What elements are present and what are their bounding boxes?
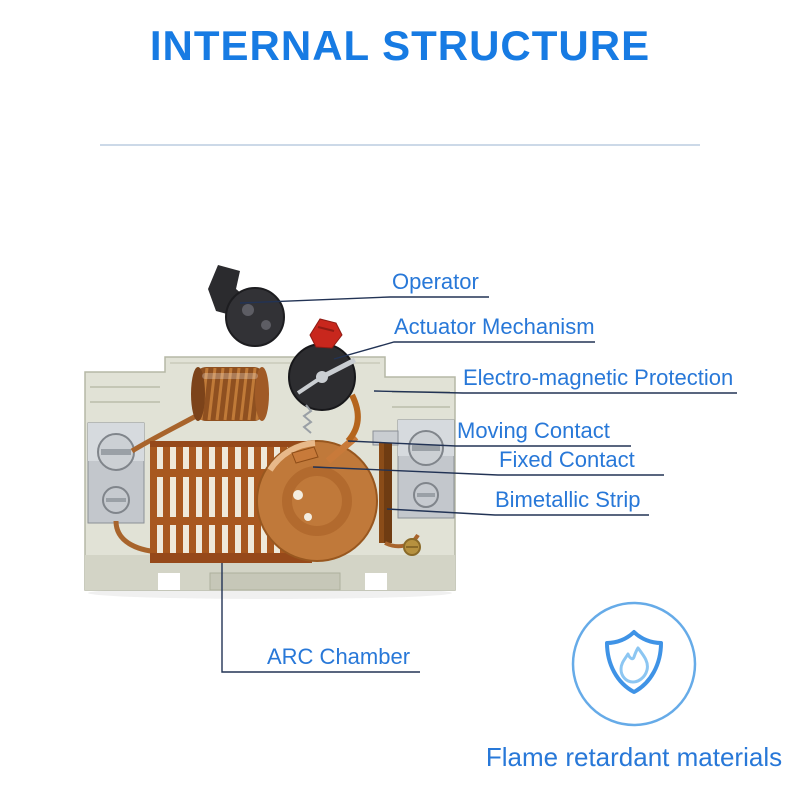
- shield-flame-icon: [605, 630, 663, 694]
- red-latch: [309, 318, 343, 349]
- callout-bimetallic-strip: Bimetallic Strip: [495, 487, 641, 512]
- left-terminal: [87, 422, 145, 524]
- page-title: INTERNAL STRUCTURE: [149, 22, 651, 69]
- copper-disc: [256, 440, 378, 562]
- actuator-mechanism: [288, 343, 357, 434]
- electromagnetic-coil: [191, 367, 269, 421]
- callout-arc-chamber: ARC Chamber: [267, 644, 411, 669]
- callout-actuator-mechanism: Actuator Mechanism: [394, 314, 595, 339]
- right-terminal: [397, 419, 455, 519]
- flame-retardant-label: Flame retardant materials: [485, 742, 783, 772]
- callout-electro-magnetic-protection: Electro-magnetic Protection: [463, 365, 734, 390]
- coil-wire: [130, 412, 200, 454]
- contact-linkage: [345, 393, 361, 444]
- callout-fixed-contact: Fixed Contact: [499, 447, 635, 472]
- spring-icon: [302, 404, 313, 434]
- callout-moving-contact: Moving Contact: [457, 418, 610, 443]
- flame-retardant-badge: [571, 601, 697, 727]
- circuit-breaker-illustration: [84, 265, 456, 599]
- operator-knob: [208, 265, 285, 347]
- fixed-contact: [291, 446, 319, 464]
- title-divider: [100, 144, 700, 146]
- callout-operator: Operator: [392, 269, 479, 294]
